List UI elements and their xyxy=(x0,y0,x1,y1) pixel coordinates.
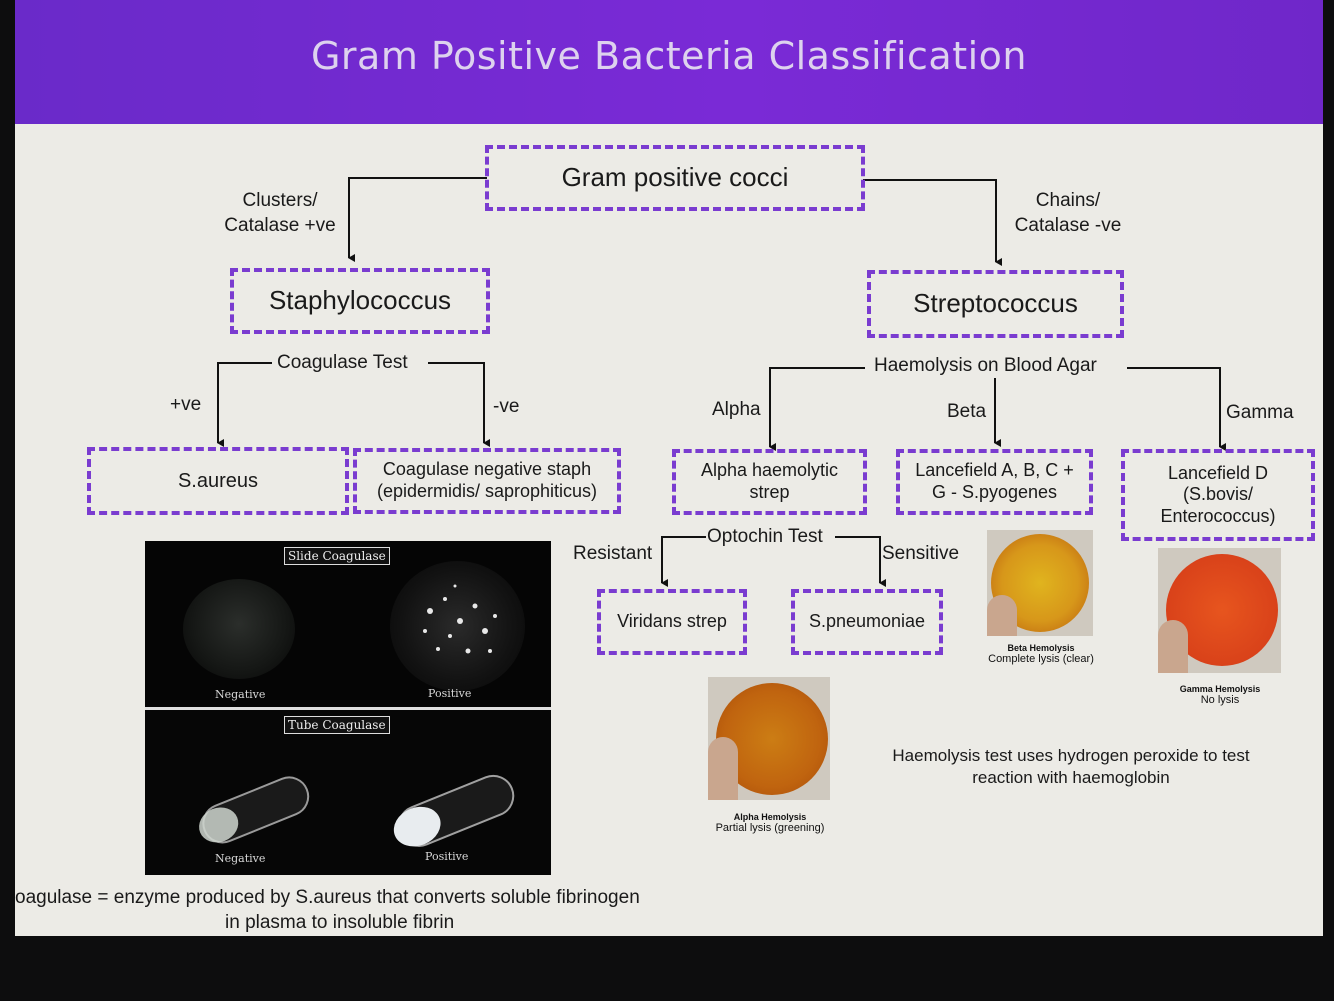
sensitive-label: Sensitive xyxy=(882,543,960,564)
alpha-caption-sub: Partial lysis (greening) xyxy=(715,822,825,834)
slide-negative-caption: Negative xyxy=(215,688,266,701)
beta-plate-photo xyxy=(987,530,1093,636)
alpha-caption: Alpha Hemolysis Partial lysis (greening) xyxy=(705,812,835,834)
photo-divider xyxy=(145,707,551,710)
coag-negative-staph-node: Coagulase negative staph (epidermidis/ s… xyxy=(353,448,621,514)
alpha-plate-photo xyxy=(708,677,830,800)
alpha-label: Alpha xyxy=(712,399,761,420)
viridans-node: Viridans strep xyxy=(597,589,747,655)
gamma-hand xyxy=(1158,620,1188,673)
line-haem-alpha xyxy=(769,367,865,451)
slide-coag-panel: Slide Coagulase Negative Positive xyxy=(145,541,551,707)
s-pneumoniae-node: S.pneumoniae xyxy=(791,589,943,655)
staphylococcus-node: Staphylococcus xyxy=(230,268,490,334)
streptococcus-node: Streptococcus xyxy=(867,270,1124,338)
lancefield-abcg-node: Lancefield A, B, C + G - S.pyogenes xyxy=(896,449,1093,515)
root-node: Gram positive cocci xyxy=(485,145,865,211)
gamma-caption-title: Gamma Hemolysis xyxy=(1179,684,1261,694)
label-chains: Chains/ Catalase -ve xyxy=(1014,190,1122,236)
staphylococcus-label: Staphylococcus xyxy=(268,285,452,316)
coagulase-photo: Slide Coagulase Negative Positive Tube C… xyxy=(145,541,551,875)
coag-pos-label: +ve xyxy=(170,394,202,415)
resistant-label: Resistant xyxy=(573,543,653,564)
haemolysis-label: Haemolysis on Blood Agar xyxy=(874,355,1097,376)
beta-caption: Beta Hemolysis Complete lysis (clear) xyxy=(980,643,1102,665)
coagulase-note-line1: oagulase = enzyme produced by S.aureus t… xyxy=(15,887,640,908)
viridans-label: Viridans strep xyxy=(617,611,727,632)
clumps xyxy=(423,584,497,654)
alpha-caption-title: Alpha Hemolysis xyxy=(733,812,807,822)
slide-title: Gram Positive Bacteria Classification xyxy=(310,34,1028,78)
title-banner: Gram Positive Bacteria Classification xyxy=(15,0,1323,124)
optochin-label: Optochin Test xyxy=(707,526,823,547)
line-opto-res xyxy=(661,536,706,587)
line-haem-gamma xyxy=(1127,367,1226,451)
streptococcus-label: Streptococcus xyxy=(913,288,1078,319)
coag-neg-label: -ve xyxy=(493,396,520,417)
coagulase-note: oagulase = enzyme produced by S.aureus t… xyxy=(15,886,695,935)
beta-label: Beta xyxy=(947,401,987,422)
negative-drop xyxy=(183,579,295,679)
lancefield-d-node: Lancefield D (S.bovis/ Enterococcus) xyxy=(1121,449,1315,541)
gamma-plate-photo xyxy=(1158,548,1281,673)
lancefield-abcg-label: Lancefield A, B, C + G - S.pyogenes xyxy=(915,460,1074,502)
slide-positive-caption: Positive xyxy=(428,687,472,700)
line-opto-sen xyxy=(835,536,886,587)
line-root-staph xyxy=(348,177,487,262)
label-clusters: Clusters/ Catalase +ve xyxy=(224,190,336,236)
root-node-label: Gram positive cocci xyxy=(561,162,789,193)
coag-negative-staph-label: Coagulase negative staph (epidermidis/ s… xyxy=(376,459,598,501)
coagulase-note-line2: in plasma to insoluble fibrin xyxy=(225,911,455,933)
lancefield-d-label: Lancefield D (S.bovis/ Enterococcus) xyxy=(1160,462,1276,526)
haemolysis-note: Haemolysis test uses hydrogen peroxide t… xyxy=(892,746,1250,788)
alpha-haemolytic-node: Alpha haemolytic strep xyxy=(672,449,867,515)
tube-negative-caption: Negative xyxy=(215,852,266,865)
s-aureus-label: S.aureus xyxy=(177,470,259,492)
tube-coag-panel: Tube Coagulase Negative Positive xyxy=(145,710,551,875)
s-pneumoniae-label: S.pneumoniae xyxy=(808,611,926,632)
gamma-caption: Gamma Hemolysis No lysis xyxy=(1160,684,1280,706)
coagulase-test-label: Coagulase Test xyxy=(277,352,408,373)
positive-drop xyxy=(390,561,525,691)
beta-caption-sub: Complete lysis (clear) xyxy=(988,653,1094,665)
line-root-strep xyxy=(863,179,1002,266)
tube-positive-caption: Positive xyxy=(425,850,469,863)
gamma-label: Gamma xyxy=(1226,402,1294,423)
tube-coagulase-tag: Tube Coagulase xyxy=(284,716,390,734)
line-coag-neg xyxy=(428,362,490,447)
gamma-caption-sub: No lysis xyxy=(1200,694,1240,706)
line-coag-pos xyxy=(217,362,272,447)
tubes xyxy=(199,774,515,847)
beta-hand xyxy=(987,595,1017,636)
beta-caption-title: Beta Hemolysis xyxy=(1007,643,1075,653)
alpha-hand xyxy=(708,737,738,800)
slide-coagulase-tag: Slide Coagulase xyxy=(284,547,390,565)
s-aureus-node: S.aureus xyxy=(87,447,349,515)
alpha-haemolytic-label: Alpha haemolytic strep xyxy=(700,460,839,502)
